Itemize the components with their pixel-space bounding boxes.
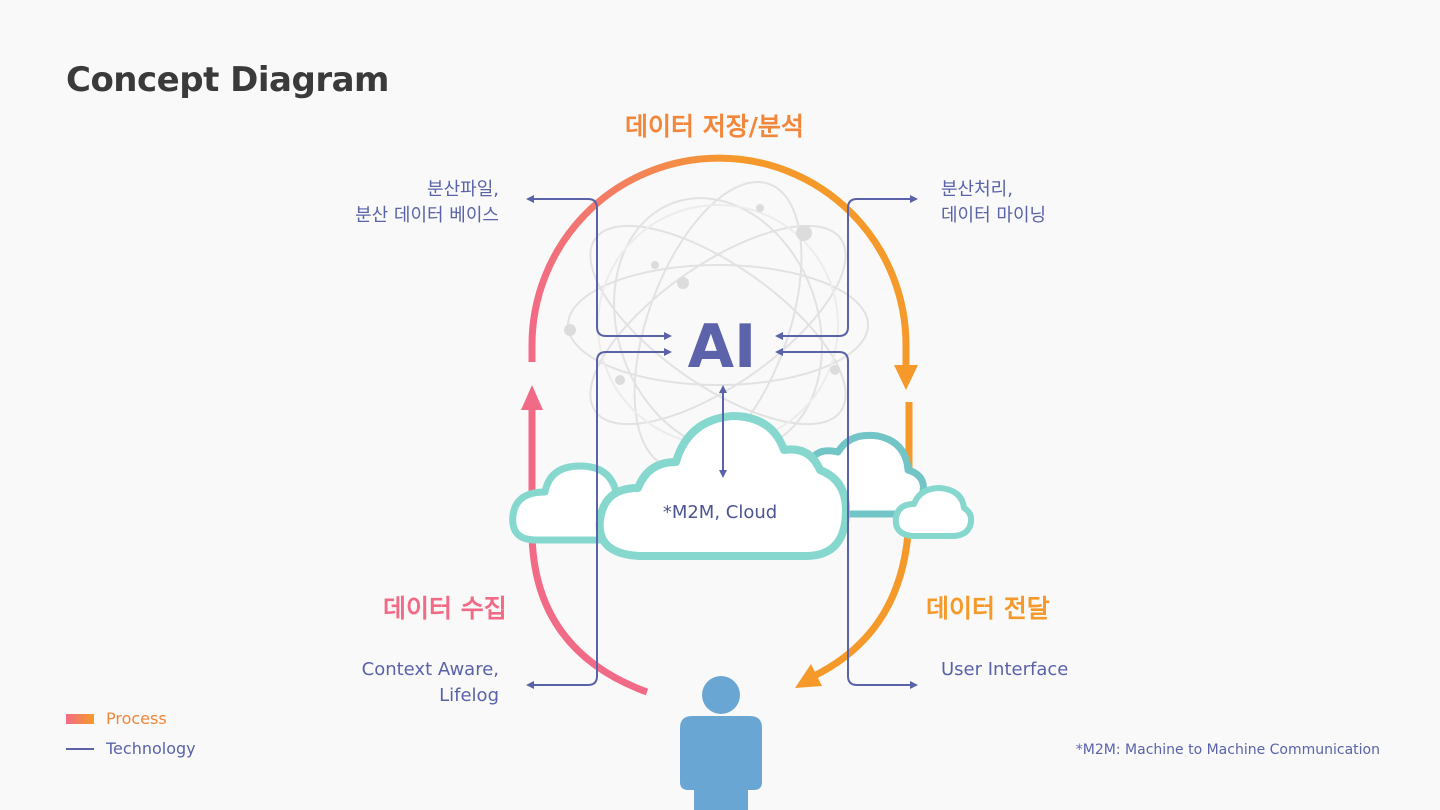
tech-label-bottom-left: Context Aware, Lifelog — [362, 657, 499, 709]
legend-technology-swatch — [66, 747, 94, 750]
cloud-main-icon — [595, 412, 850, 560]
tech-label-top-left-line1: 분산파일, — [427, 179, 499, 200]
person-icon — [680, 676, 762, 810]
tech-label-bottom-right: User Interface — [941, 657, 1068, 683]
process-arrow-up-icon — [521, 385, 543, 410]
process-label-left: 데이터 수집 — [383, 594, 507, 623]
legend-process-label: Process — [106, 709, 167, 728]
technology-arrowheads-icon — [526, 195, 918, 689]
process-arc-left — [528, 400, 649, 696]
tech-label-top-right-line1: 분산처리, — [941, 179, 1013, 200]
cloud-label: *M2M, Cloud — [662, 502, 778, 523]
process-label-right: 데이터 전달 — [926, 594, 1050, 623]
tech-label-bottom-left-line1: Context Aware, — [361, 659, 499, 680]
tech-label-top-right: 분산처리, 데이터 마이닝 — [941, 177, 1046, 229]
footnote: *M2M: Machine to Machine Communication — [1075, 742, 1380, 758]
process-label-top: 데이터 저장/분석 — [625, 112, 804, 141]
page-title: Concept Diagram — [66, 60, 389, 100]
tech-label-bottom-left-line2: Lifelog — [439, 685, 499, 706]
tech-label-top-left: 분산파일, 분산 데이터 베이스 — [355, 177, 499, 229]
orbit-dots-icon — [564, 204, 840, 385]
tech-label-bottom-right-line1: User Interface — [941, 659, 1069, 680]
legend-technology: Technology — [66, 739, 196, 758]
process-arrow-left-icon — [795, 664, 822, 688]
process-arrow-down-icon — [894, 365, 918, 390]
tech-label-top-left-line2: 분산 데이터 베이스 — [355, 205, 499, 226]
legend-process: Process — [66, 709, 167, 728]
tech-label-top-right-line2: 데이터 마이닝 — [941, 205, 1047, 226]
technology-lines — [530, 198, 914, 686]
ai-label: AI — [687, 312, 757, 382]
cloud-small-icon — [892, 485, 975, 539]
process-arc-top — [528, 154, 910, 372]
legend-process-swatch — [66, 713, 94, 724]
legend-technology-label: Technology — [106, 739, 196, 758]
